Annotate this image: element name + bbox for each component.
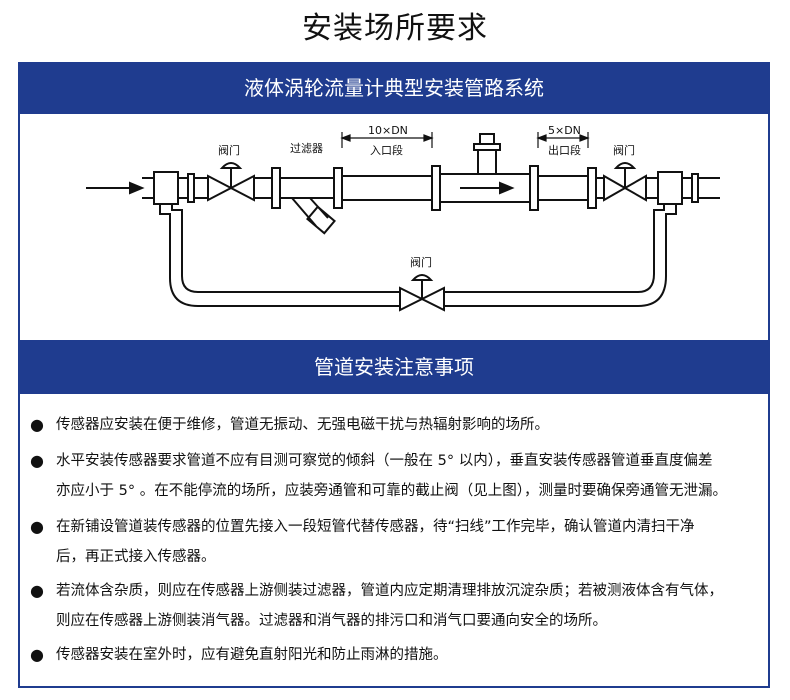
- note-line: 亦应小于 5° 。在不能停流的场所，应装旁通管和可靠的截止阀（见上图），测量时要…: [56, 483, 727, 499]
- valve-inlet-label: 阀门: [218, 143, 240, 157]
- note-line: 若流体含杂质，则应在传感器上游侧装过滤器，管道内应定期清理排放沉淀杂质；若被测液…: [56, 583, 723, 599]
- bullet-icon: ●: [30, 581, 44, 600]
- bypass-pipe: [159, 204, 677, 307]
- valve-bypass-icon: [399, 274, 445, 312]
- notes-list: ● 传感器应安装在便于维修，管道无振动、无强电磁干扰与热辐射影响的场所。 ● 水…: [20, 394, 768, 686]
- note-line: 后，再正式接入传感器。: [56, 549, 216, 565]
- flow-arrow-inlet: [86, 181, 145, 195]
- note-item: ● 传感器应安装在便于维修，管道无振动、无强电磁干扰与热辐射影响的场所。: [30, 410, 756, 440]
- note-line: 传感器安装在室外时，应有避免直射阳光和防止雨淋的措施。: [56, 647, 448, 663]
- dimension-inlet: [340, 132, 434, 148]
- outlet-dimension-text: 5×DN: [548, 124, 581, 137]
- bullet-icon: ●: [30, 415, 44, 434]
- page-title: 安装场所要求: [302, 11, 488, 46]
- valve-outlet-label: 阀门: [613, 143, 635, 157]
- bullet-icon: ●: [30, 451, 44, 470]
- pipeline-diagram: 阀门 阀门 阀门 过滤器 10×DN 入口段 5×DN 出口段: [86, 124, 720, 312]
- flowmeter-sensor: [460, 133, 515, 195]
- valve-outlet-icon: [603, 162, 647, 202]
- section-header-installation-notes: 管道安装注意事项: [18, 340, 770, 394]
- bullet-icon: ●: [30, 517, 44, 536]
- valve-bypass-label: 阀门: [410, 255, 432, 269]
- note-line: 水平安装传感器要求管道不应有目测可察觉的倾斜（一般在 5° 以内），垂直安装传感…: [56, 453, 713, 469]
- note-item: ● 水平安装传感器要求管道不应有目测可察觉的倾斜（一般在 5° 以内），垂直安装…: [30, 446, 756, 506]
- section-header-installation-diagram: 液体涡轮流量计典型安装管路系统: [18, 62, 770, 114]
- outlet-section-label: 出口段: [548, 143, 581, 157]
- note-item: ● 若流体含杂质，则应在传感器上游侧装过滤器，管道内应定期清理排放沉淀杂质；若被…: [30, 576, 756, 636]
- strainer-icon: [291, 197, 336, 235]
- valve-inlet-icon: [207, 162, 255, 202]
- note-item: ● 在新铺设管道装传感器的位置先接入一段短管代替传感器，待“扫线”工作完毕，确认…: [30, 512, 756, 572]
- note-line: 则应在传感器上游侧装消气器。过滤器和消气器的排污口和消气口要通向安全的场所。: [56, 613, 607, 629]
- note-line: 在新铺设管道装传感器的位置先接入一段短管代替传感器，待“扫线”工作完毕，确认管道…: [56, 519, 695, 535]
- main-pipe: [142, 165, 720, 211]
- inlet-dimension-text: 10×DN: [368, 124, 408, 137]
- note-item: ● 传感器安装在室外时，应有避免直射阳光和防止雨淋的措施。: [30, 640, 756, 670]
- note-line: 传感器应安装在便于维修，管道无振动、无强电磁干扰与热辐射影响的场所。: [56, 417, 549, 433]
- bullet-icon: ●: [30, 645, 44, 664]
- strainer-label: 过滤器: [290, 142, 323, 155]
- inlet-section-label: 入口段: [370, 143, 403, 157]
- dimension-outlet: [536, 132, 590, 148]
